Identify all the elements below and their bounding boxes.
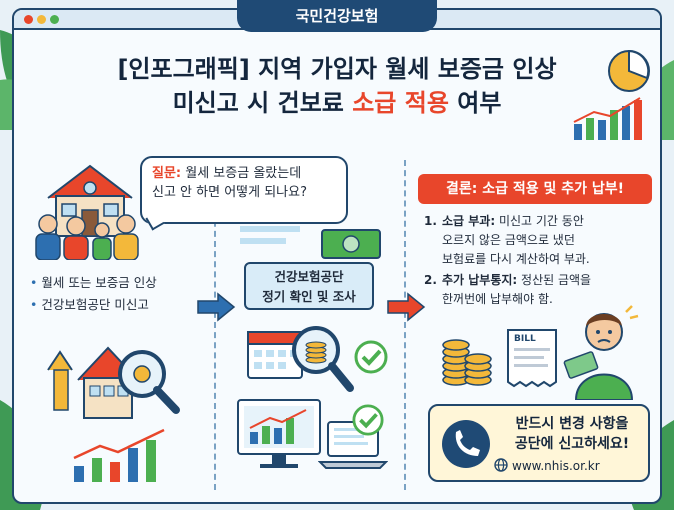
window-dot-red	[24, 15, 33, 24]
magnifier-icon	[292, 326, 354, 392]
item-title: 추가 납부통지:	[442, 273, 518, 287]
cta-box: 반드시 변경 사항을 공단에 신고하세요! www.nhis.or.kr	[428, 404, 650, 482]
item-text: 추가 납부통지: 정산된 금액을 한꺼번에 납부해야 함.	[442, 271, 591, 309]
website-link[interactable]: www.nhis.or.kr	[494, 458, 600, 473]
conclusion-banner: 결론: 소급 적용 및 추가 납부!	[418, 174, 652, 204]
conclusion-item-retroactive: 1. 소급 부과: 미신고 기간 동안 오르지 않은 금액으로 냈던 보험료를 …	[424, 212, 652, 269]
cta-line-2: 공단에 신고하세요!	[514, 436, 630, 452]
conclusion-items: 1. 소급 부과: 미신고 기간 동안 오르지 않은 금액으로 냈던 보험료를 …	[424, 212, 652, 309]
bullet-text-2: 건강보험공단 미신고	[41, 297, 149, 312]
window-dot-green	[50, 15, 59, 24]
question-label: 질문:	[152, 166, 182, 181]
bullet-item-unreported: • 건강보험공단 미신고	[30, 297, 149, 312]
investigation-line-1: 건강보험공단	[274, 269, 344, 284]
item-line: 한꺼번에 납부해야 함.	[442, 292, 553, 306]
cta-line-1: 반드시 변경 사항을	[515, 416, 629, 432]
donut-chart-icon	[608, 49, 650, 92]
question-line-2: 신고 안 하면 어떻게 되나요?	[152, 185, 307, 200]
family-icon	[35, 214, 139, 260]
question-text-1: 월세 보증금 올랐는데	[181, 166, 302, 181]
bar-chart-icon	[573, 97, 642, 140]
header-badge: 국민건강보험	[237, 0, 437, 32]
bill-label: BILL	[514, 334, 536, 344]
arrow-right-icon	[387, 292, 426, 322]
item-title: 소급 부과:	[442, 214, 496, 228]
title-line-2: 미신고 시 건보료 소급 적용 여부	[60, 86, 614, 120]
item-line: 오르지 않은 금액으로 냈던	[442, 233, 575, 247]
money-icon	[321, 229, 381, 259]
question-line-1: 질문: 월세 보증금 올랐는데	[152, 164, 336, 183]
worried-person-icon	[563, 305, 639, 400]
title-accent: 소급 적용	[352, 89, 449, 117]
conclusion-item-additional-payment: 2. 추가 납부통지: 정산된 금액을 한꺼번에 납부해야 함.	[424, 271, 652, 309]
item-line: 정산된 금액을	[517, 273, 592, 287]
left-bullets: • 월세 또는 보증금 인상 • 건강보험공단 미신고	[30, 272, 157, 316]
investigation-line-2: 정기 확인 및 조사	[262, 289, 356, 304]
item-text: 소급 부과: 미신고 기간 동안 오르지 않은 금액으로 냈던 보험료를 다시 …	[442, 212, 590, 269]
bullet-text-1: 월세 또는 보증금 인상	[41, 275, 157, 290]
growth-chart-icon	[73, 428, 165, 482]
window-dot-yellow	[37, 15, 46, 24]
website-url: www.nhis.or.kr	[512, 459, 600, 473]
coins-icon	[442, 339, 492, 386]
bill-icon	[507, 329, 557, 388]
arrow-right-icon	[197, 292, 236, 322]
item-number: 2.	[424, 273, 437, 287]
title-line-2-post: 여부	[448, 89, 502, 117]
cta-message: 반드시 변경 사항을 공단에 신고하세요!	[502, 414, 642, 454]
phone-icon	[442, 420, 490, 468]
investigation-box: 건강보험공단 정기 확인 및 조사	[244, 262, 374, 310]
monitor-chart-icon	[237, 399, 321, 468]
title-line-2-pre: 미신고 시 건보료	[172, 89, 353, 117]
document-icon	[240, 226, 300, 244]
panel-separator-1	[214, 160, 216, 490]
title-line-1: [인포그래픽] 지역 가입자 월세 보증금 인상	[117, 55, 557, 83]
panel-separator-2	[404, 160, 406, 490]
item-line: 보험료를 다시 계산하여 부과.	[442, 252, 590, 266]
building-magnifier-icon	[47, 346, 180, 419]
checkmark-icon	[354, 340, 388, 374]
item-number: 1.	[424, 214, 437, 228]
house-icon	[47, 164, 133, 237]
item-line: 미신고 기간 동안	[495, 214, 584, 228]
bullet-item-rent-increase: • 월세 또는 보증금 인상	[30, 275, 157, 290]
globe-icon	[494, 458, 508, 472]
question-bubble: 질문: 월세 보증금 올랐는데 신고 안 하면 어떻게 되나요?	[140, 156, 348, 224]
page-title: [인포그래픽] 지역 가입자 월세 보증금 인상 미신고 시 건보료 소급 적용…	[60, 52, 614, 120]
checkmark-icon	[352, 404, 384, 436]
